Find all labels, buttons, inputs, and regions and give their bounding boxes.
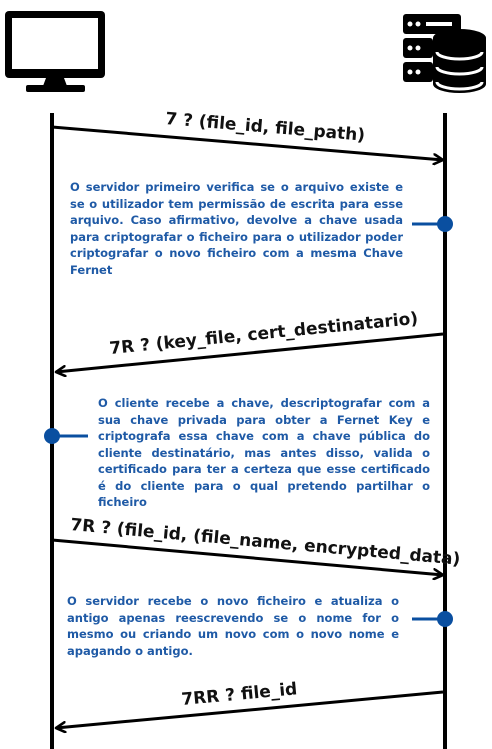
message-1: 7 ? (file_id, file_path) — [51, 109, 443, 160]
note-3-marker — [412, 611, 453, 627]
message-1-arrow — [51, 125, 443, 160]
message-3-arrow — [51, 538, 443, 575]
message-3: 7R ? (file_id, (file_name, encrypted_dat… — [51, 515, 462, 575]
computer-monitor-icon — [5, 11, 105, 92]
message-4-arrow — [56, 690, 444, 728]
note-server-file-update: O servidor recebe o novo ficheiro e atua… — [67, 594, 399, 658]
note-server-verification: O servidor primeiro verifica se o arquiv… — [70, 180, 403, 277]
message-4: 7RR ? file_id — [56, 679, 444, 728]
message-4-label: 7RR ? file_id — [181, 679, 299, 710]
message-2: 7R ? (key_file, cert_destinatario) — [56, 309, 444, 372]
message-2-arrow — [56, 332, 444, 372]
server-database-icon — [403, 14, 486, 93]
note-client-key-processing: O cliente recebe a chave, descriptografa… — [98, 396, 430, 509]
note-1-marker — [412, 216, 453, 232]
note-2-marker — [44, 428, 88, 444]
message-3-label: 7R ? (file_id, (file_name, encrypted_dat… — [70, 515, 462, 570]
